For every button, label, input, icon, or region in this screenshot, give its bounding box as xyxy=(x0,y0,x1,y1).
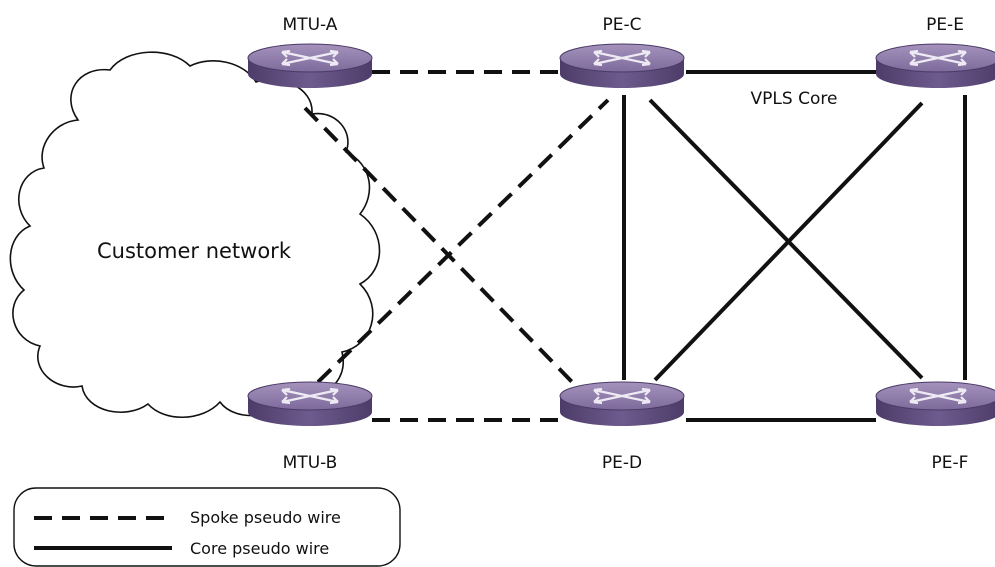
router-pe-d[interactable]: PE-D xyxy=(558,380,686,473)
vpls-core-label: VPLS Core xyxy=(751,89,838,109)
router-icon xyxy=(246,42,374,90)
spoke-wire-mtub-pec xyxy=(316,98,610,384)
router-pe-f[interactable]: PE-F xyxy=(874,380,995,473)
router-pe-e[interactable]: PE-E xyxy=(874,15,995,90)
spoke-wire-mtua-ped xyxy=(303,106,577,387)
router-icon xyxy=(558,380,686,428)
router-icon xyxy=(874,380,995,428)
router-label: MTU-B xyxy=(283,453,338,473)
legend-spoke-label: Spoke pseudo wire xyxy=(190,508,341,527)
router-pe-c[interactable]: PE-C xyxy=(558,15,686,90)
router-icon xyxy=(874,42,995,90)
core-wire-ped-pee xyxy=(653,101,924,382)
router-icon xyxy=(558,42,686,90)
router-label: PE-F xyxy=(932,453,969,473)
router-label: PE-D xyxy=(602,453,642,473)
router-icon xyxy=(246,380,374,428)
router-label: PE-C xyxy=(603,15,642,35)
router-mtu-b[interactable]: MTU-B xyxy=(246,380,374,473)
router-mtu-a[interactable]: MTU-A xyxy=(246,15,374,90)
router-label: PE-E xyxy=(926,15,964,35)
core-wire-pec-pef xyxy=(648,98,924,380)
router-label: MTU-A xyxy=(283,15,338,35)
customer-network-label: Customer network xyxy=(97,239,292,263)
legend-core-label: Core pseudo wire xyxy=(190,539,329,558)
customer-network-cloud xyxy=(9,51,381,419)
legend: Spoke pseudo wire Core pseudo wire xyxy=(13,487,401,567)
